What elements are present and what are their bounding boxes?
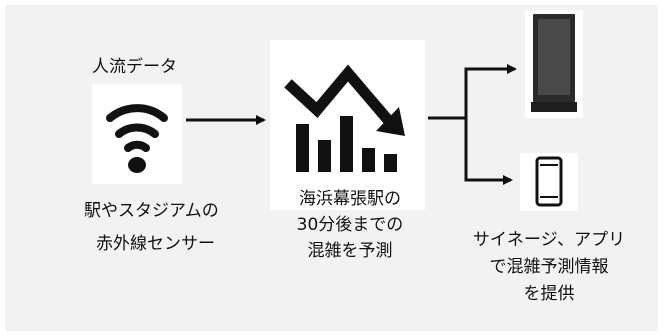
arrow-to-signage (464, 64, 517, 118)
predict-caption-line1: 海浜幕張駅の (299, 189, 401, 209)
output-caption-line2: で混雑予測情報 (489, 257, 609, 277)
predict-icon-box (270, 40, 425, 210)
wifi-icon (106, 104, 168, 173)
sensor-caption-line2: 赤外線センサー (96, 234, 215, 254)
arrow-to-smartphone (464, 118, 513, 185)
trending-down-bar-chart-icon (284, 64, 405, 172)
smartphone-icon-box (520, 153, 578, 211)
digital-signage-icon (531, 14, 577, 112)
sensor-caption-line1: 駅やスタジアムの (84, 201, 219, 221)
smartphone-icon (535, 156, 563, 207)
sensor-title: 人流データ (92, 57, 177, 77)
output-caption-line3: を提供 (523, 284, 575, 304)
predict-caption-line2: 30分後までの (296, 215, 404, 235)
output-caption-line1: サイネージ、アプリ (472, 230, 626, 250)
signage-icon-box (525, 10, 583, 118)
predict-caption-line3: 混雑を予測 (307, 241, 393, 261)
sensor-icon-box (92, 84, 182, 184)
